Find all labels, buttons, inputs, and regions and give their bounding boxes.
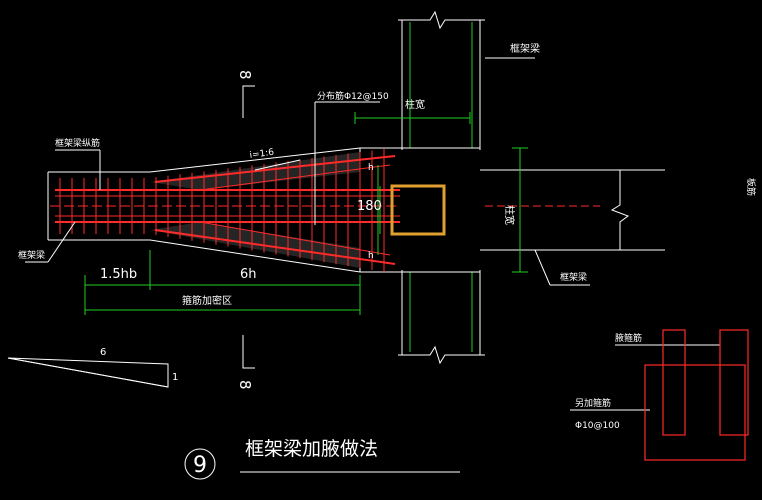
label-zhukuan-side: 柱宽	[503, 205, 516, 225]
label-edge: 板筋	[745, 178, 757, 196]
label-slope-1: 1	[172, 372, 178, 383]
label-kjl-left: 框架梁	[18, 249, 45, 261]
section-detail	[644, 329, 749, 461]
column-section	[390, 184, 446, 236]
label-jiayejin: 腋箍筋	[615, 332, 642, 344]
label-kjl-right-bottom: 框架梁	[560, 271, 587, 283]
label-kjl-right-top: 框架梁	[510, 42, 540, 55]
label-kjl-zongjin: 框架梁纵筋	[55, 137, 100, 149]
leaders	[25, 57, 720, 411]
label-slope: i=1:6	[249, 148, 275, 161]
label-fenbujin: 分布筋Φ12@150	[317, 90, 389, 102]
drawing-title: 框架梁加腋做法	[245, 438, 378, 460]
label-slope-6: 6	[100, 347, 106, 358]
detail-circle	[184, 448, 216, 480]
label-dim-1-5hb: 1.5hb	[100, 267, 137, 282]
label-fujia-spec: Φ10@100	[575, 421, 620, 431]
label-section-top: 8	[236, 70, 254, 80]
rebar-group	[50, 149, 400, 272]
label-dim-6h: 6h	[240, 267, 257, 282]
label-zhukuan-top: 柱宽	[405, 98, 425, 111]
right-beam	[480, 147, 665, 273]
dimension-lines	[84, 101, 471, 315]
label-fujia-gujin: 另加箍筋	[575, 397, 611, 409]
label-h-top: h	[368, 163, 374, 173]
label-h-bottom: h	[368, 251, 374, 261]
column-outline	[398, 10, 485, 365]
section-marks	[242, 85, 255, 369]
label-section-bottom: 8	[236, 380, 254, 390]
label-dim-180: 180	[357, 199, 382, 214]
detail-number: 9	[193, 453, 207, 478]
label-gujin-jiamiqu: 箍筋加密区	[182, 294, 232, 307]
